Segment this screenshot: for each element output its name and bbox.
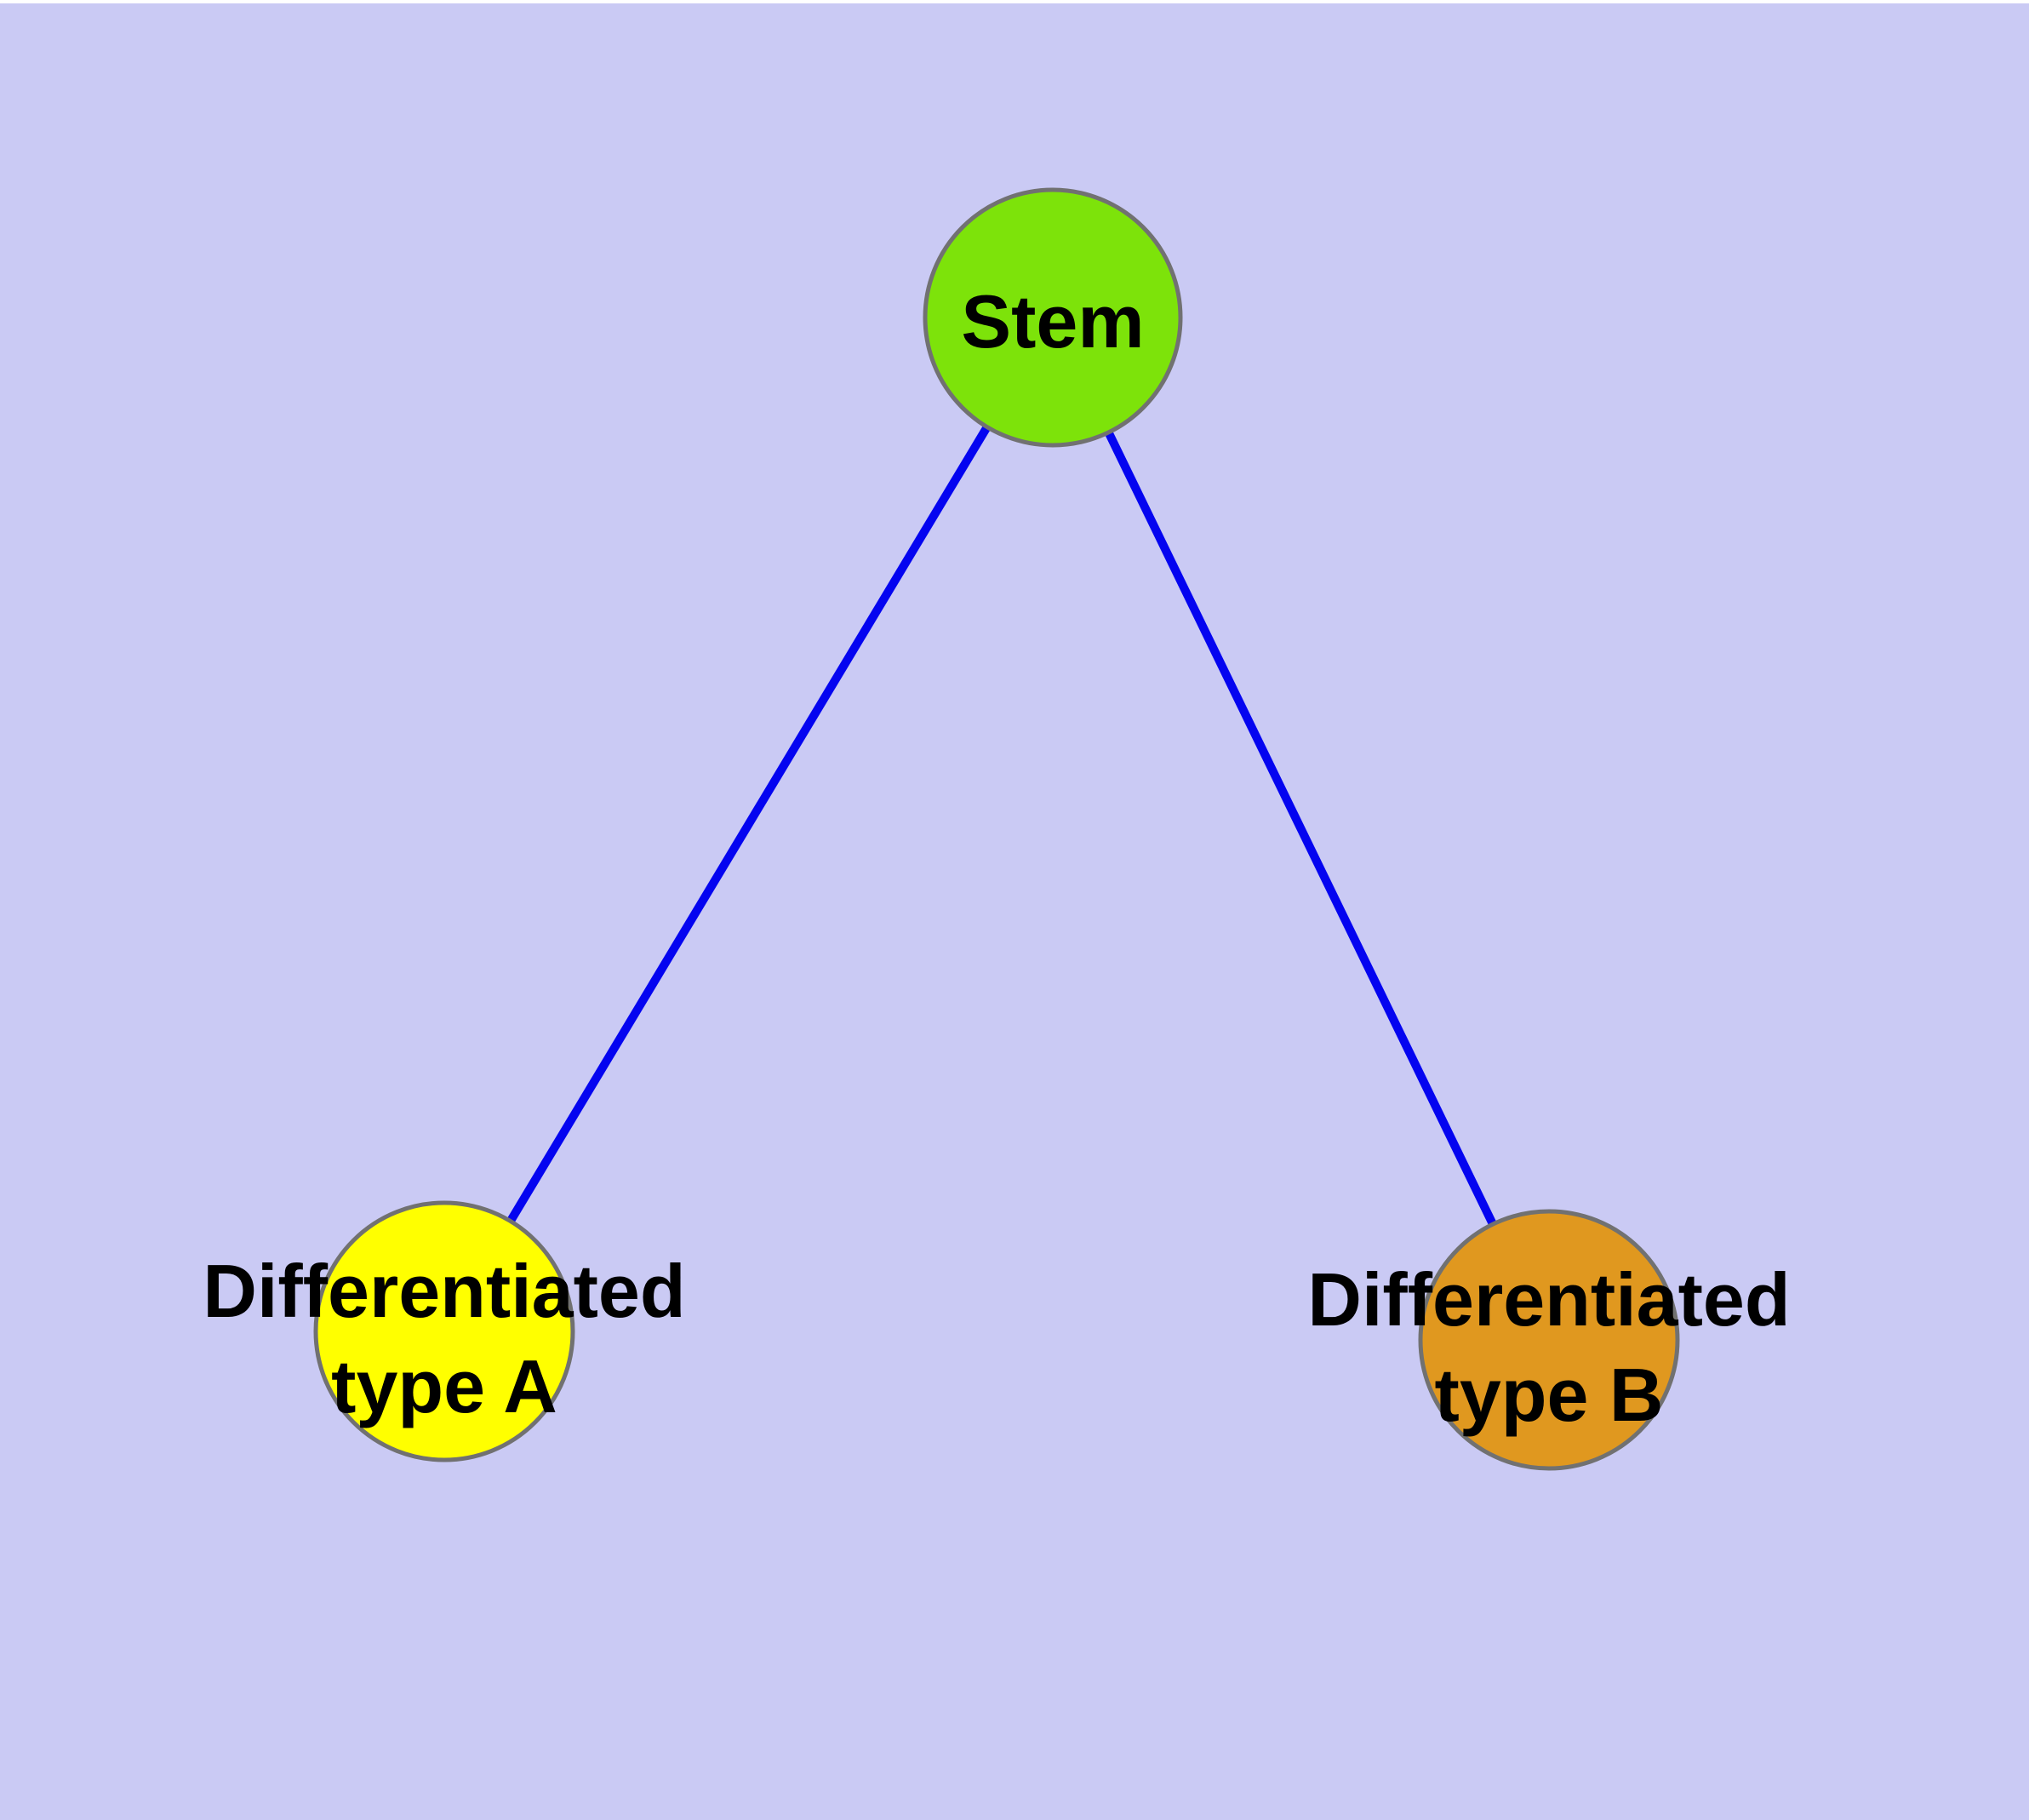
- node-stem-circle: [923, 187, 1183, 448]
- edge-stem-to-type-a: [440, 315, 1057, 1334]
- node-differentiated-type-b: Differentiated type B: [1307, 1209, 1791, 1471]
- edge-layer: [440, 315, 1553, 1342]
- node-differentiated-type-a-label-line2: type A: [331, 1344, 557, 1428]
- node-stem-label: Stem: [961, 279, 1144, 363]
- node-differentiated-type-b-circle: [1418, 1209, 1680, 1471]
- node-differentiated-type-a-label-line1: Differentiated: [203, 1249, 685, 1333]
- node-differentiated-type-b-label-line1: Differentiated: [1307, 1257, 1790, 1342]
- node-differentiated-type-a-circle: [313, 1200, 575, 1462]
- edge-stem-to-type-b: [1049, 315, 1553, 1342]
- node-differentiated-type-a: Differentiated type A: [203, 1200, 686, 1462]
- node-differentiated-type-b-label-line2: type B: [1435, 1353, 1664, 1437]
- node-stem: Stem: [923, 187, 1183, 448]
